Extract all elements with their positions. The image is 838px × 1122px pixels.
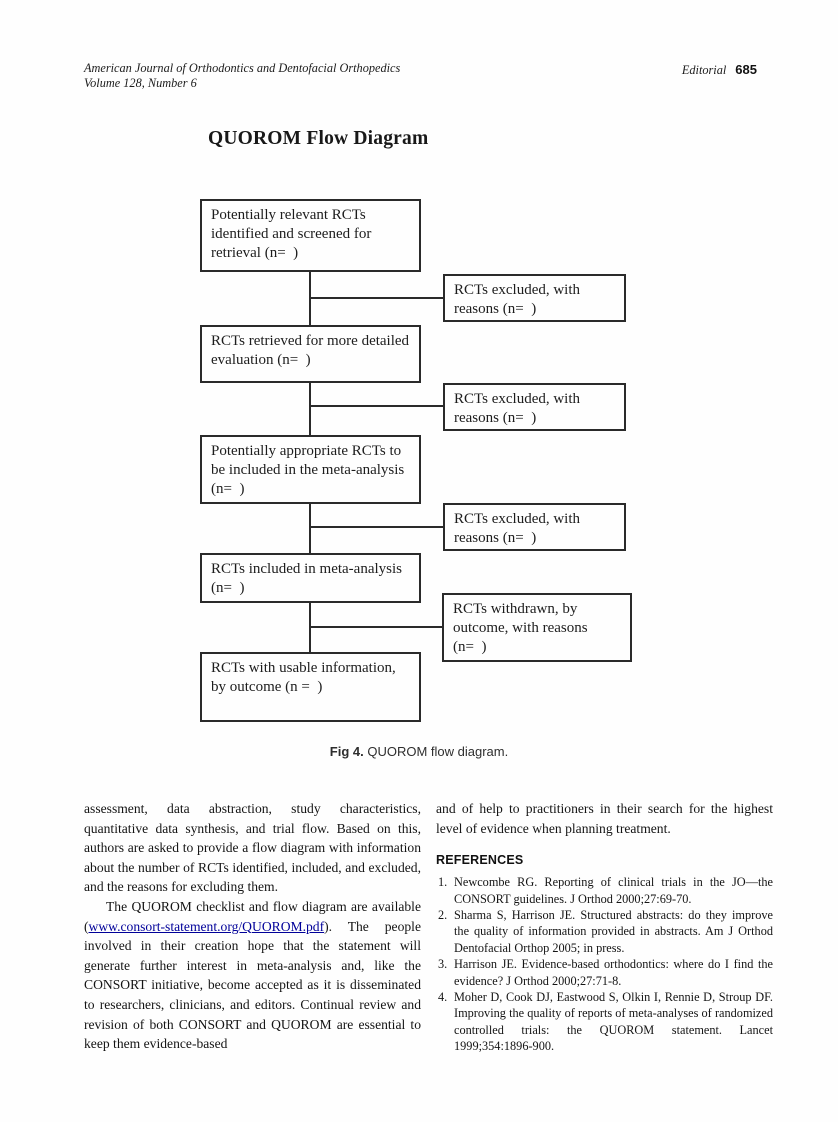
figure-caption: Fig 4. QUOROM flow diagram. [0, 744, 838, 759]
diagram-title: QUOROM Flow Diagram [208, 128, 429, 149]
reference-text: Newcombe RG. Reporting of clinical trial… [454, 875, 773, 906]
reference-text: Moher D, Cook DJ, Eastwood S, Olkin I, R… [454, 990, 773, 1054]
paragraph-assessment: assessment, data abstraction, study char… [84, 801, 421, 895]
flow-box-excluded-3: RCTs excluded, with reasons (n= ) [443, 503, 626, 551]
connector-vertical-3 [309, 503, 311, 554]
flow-box-included: RCTs included in meta-analysis (n= ) [200, 553, 421, 603]
flow-box-identified: Potentially relevant RCTs identified and… [200, 199, 421, 272]
figure-caption-label: Fig 4. [329, 744, 364, 759]
body-column-right: and of help to practitioners in their se… [436, 799, 773, 1055]
page-number: 685 [735, 62, 757, 77]
connector-branch-1 [310, 297, 443, 299]
connector-branch-4 [310, 626, 442, 628]
running-head-right: Editorial 685 [682, 62, 757, 78]
journal-volume-line: Volume 128, Number 6 [84, 76, 197, 90]
reference-item-4: 4. Moher D, Cook DJ, Eastwood S, Olkin I… [436, 989, 773, 1055]
references-list: 1. Newcombe RG. Reporting of clinical tr… [436, 874, 773, 1054]
reference-text: Harrison JE. Evidence-based orthodontics… [454, 957, 773, 988]
paragraph-text-post-link: ). The people involved in their creation… [84, 918, 421, 1052]
paragraph-text-pre-link: The QUOROM checklist and flow diagram ar… [84, 898, 421, 934]
connector-branch-2 [310, 405, 443, 407]
paragraph-quorom-checklist: The QUOROM checklist and flow diagram ar… [84, 897, 421, 1054]
reference-number: 3. [438, 957, 448, 972]
section-label: Editorial [681, 63, 727, 77]
reference-item-3: 3. Harrison JE. Evidence-based orthodont… [436, 956, 773, 989]
body-column-left: assessment, data abstraction, study char… [84, 799, 421, 1054]
running-head-left: American Journal of Orthodontics and Den… [84, 61, 400, 91]
reference-number: 4. [438, 990, 448, 1005]
connector-vertical-2 [309, 382, 311, 436]
paragraph-help-practitioners: and of help to practitioners in their se… [436, 801, 773, 836]
flow-box-retrieved: RCTs retrieved for more detailed evaluat… [200, 325, 421, 383]
figure-caption-text: QUOROM flow diagram. [367, 744, 509, 759]
reference-item-1: 1. Newcombe RG. Reporting of clinical tr… [436, 874, 773, 907]
flow-box-excluded-1: RCTs excluded, with reasons (n= ) [443, 274, 626, 322]
connector-branch-3 [310, 526, 443, 528]
reference-item-2: 2. Sharma S, Harrison JE. Structured abs… [436, 907, 773, 956]
references-heading: REFERENCES [436, 853, 524, 868]
journal-title: American Journal of Orthodontics and Den… [84, 61, 401, 75]
quorom-pdf-link[interactable]: www.consort-statement.org/QUOROM.pdf [88, 918, 325, 934]
flow-box-excluded-2: RCTs excluded, with reasons (n= ) [443, 383, 626, 431]
flow-box-withdrawn: RCTs withdrawn, by outcome, with reasons… [442, 593, 632, 662]
flow-box-appropriate: Potentially appropriate RCTs to be inclu… [200, 435, 421, 504]
flow-box-usable: RCTs with usable information, by outcome… [200, 652, 421, 722]
reference-number: 1. [438, 875, 448, 890]
reference-number: 2. [438, 908, 448, 922]
reference-text: Sharma S, Harrison JE. Structured abstra… [454, 908, 773, 955]
